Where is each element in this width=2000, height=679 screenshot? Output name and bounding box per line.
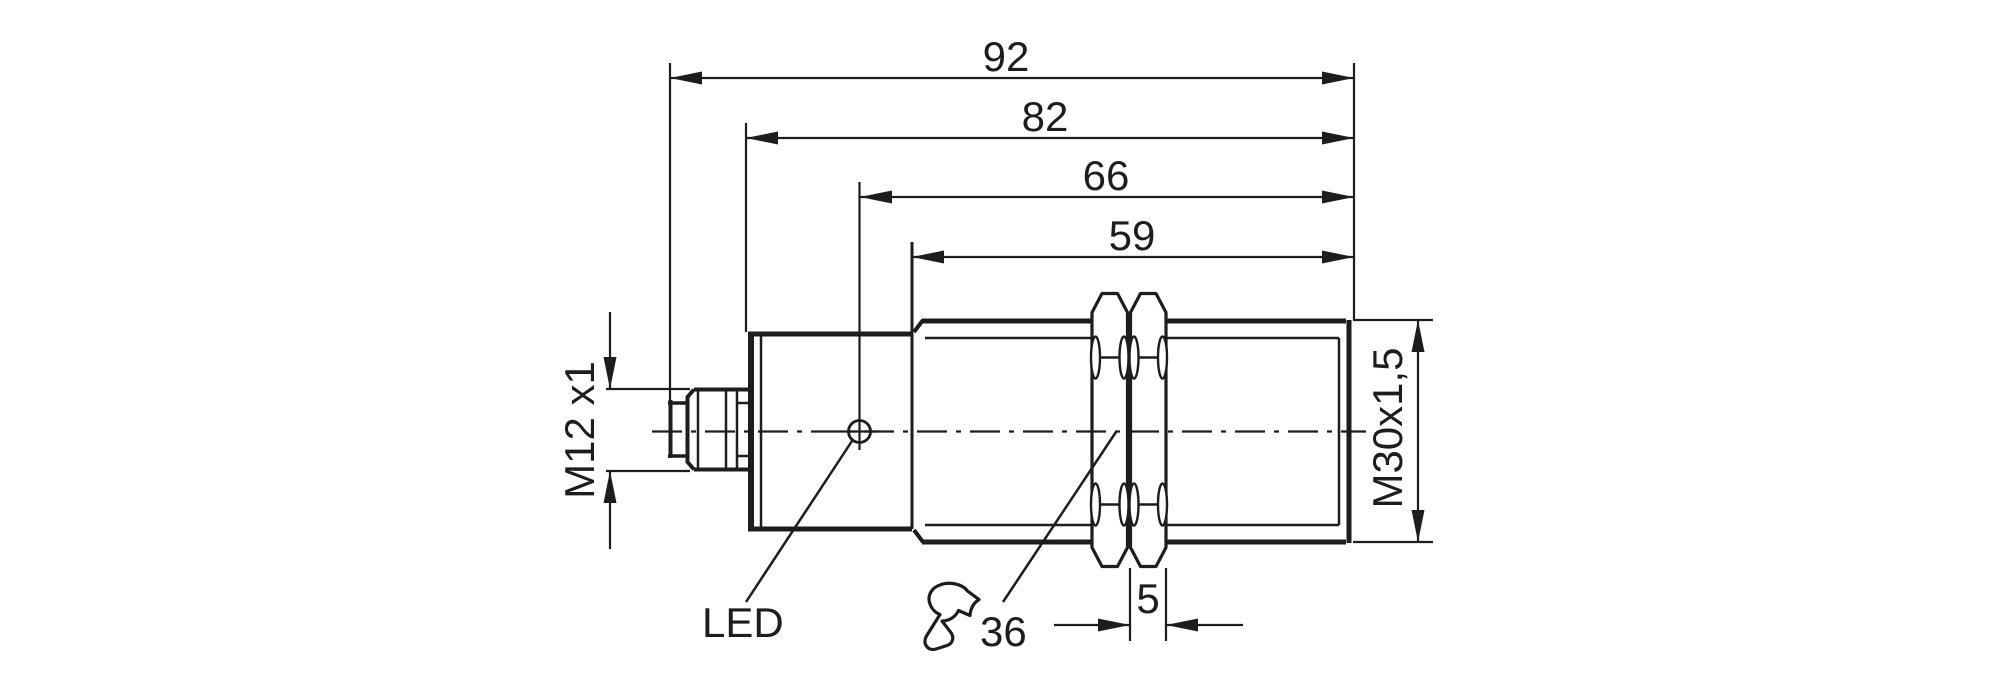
- arrowhead: [603, 471, 617, 503]
- dim-5-label: 5: [1136, 575, 1159, 622]
- wrench-size-label: 36: [980, 608, 1027, 655]
- arrowhead: [1322, 71, 1354, 85]
- dim-66-label: 66: [1083, 152, 1130, 199]
- wrench-leader-line: [1001, 431, 1118, 603]
- arrowhead: [912, 250, 944, 264]
- dimension-59: 59: [910, 212, 1354, 529]
- led-leader-line: [744, 440, 854, 603]
- dimension-66: 66: [858, 152, 1354, 450]
- connector-m12: [668, 387, 748, 472]
- hex-nut-1: [1089, 291, 1130, 569]
- connector-tip-fill: [668, 403, 687, 456]
- dim-82-label: 82: [1022, 93, 1069, 140]
- arrowhead: [1322, 131, 1354, 145]
- arrowhead: [746, 131, 778, 145]
- thread-start-chamfer-bottom: [912, 528, 925, 544]
- arrowhead: [670, 71, 702, 85]
- dimension-m12: M12 x1: [556, 312, 690, 549]
- dimension-82: 82: [744, 93, 1354, 332]
- hex-nut-2: [1128, 291, 1169, 569]
- arrowhead: [603, 357, 617, 389]
- arrowhead: [1322, 190, 1354, 204]
- connector-ring-fill: [687, 389, 748, 470]
- rear-housing: [748, 331, 912, 532]
- dim-m12-label: M12 x1: [556, 361, 603, 499]
- led-label: LED: [702, 599, 784, 646]
- dimension-5: 5: [1054, 568, 1243, 641]
- dim-m30-label: M30x1,5: [1364, 347, 1411, 508]
- wrench-icon: [923, 581, 981, 652]
- dim-92-label: 92: [983, 33, 1030, 80]
- thread-start-chamfer-top: [912, 318, 925, 334]
- arrowhead: [1098, 618, 1130, 632]
- arrowhead: [1166, 618, 1198, 632]
- arrowhead: [860, 190, 892, 204]
- arrowhead: [1411, 320, 1425, 352]
- dimension-92: 92: [668, 33, 1356, 400]
- arrowhead: [1411, 510, 1425, 542]
- dimension-m30: M30x1,5: [1353, 318, 1433, 544]
- dim-59-label: 59: [1109, 212, 1156, 259]
- arrowhead: [1322, 250, 1354, 264]
